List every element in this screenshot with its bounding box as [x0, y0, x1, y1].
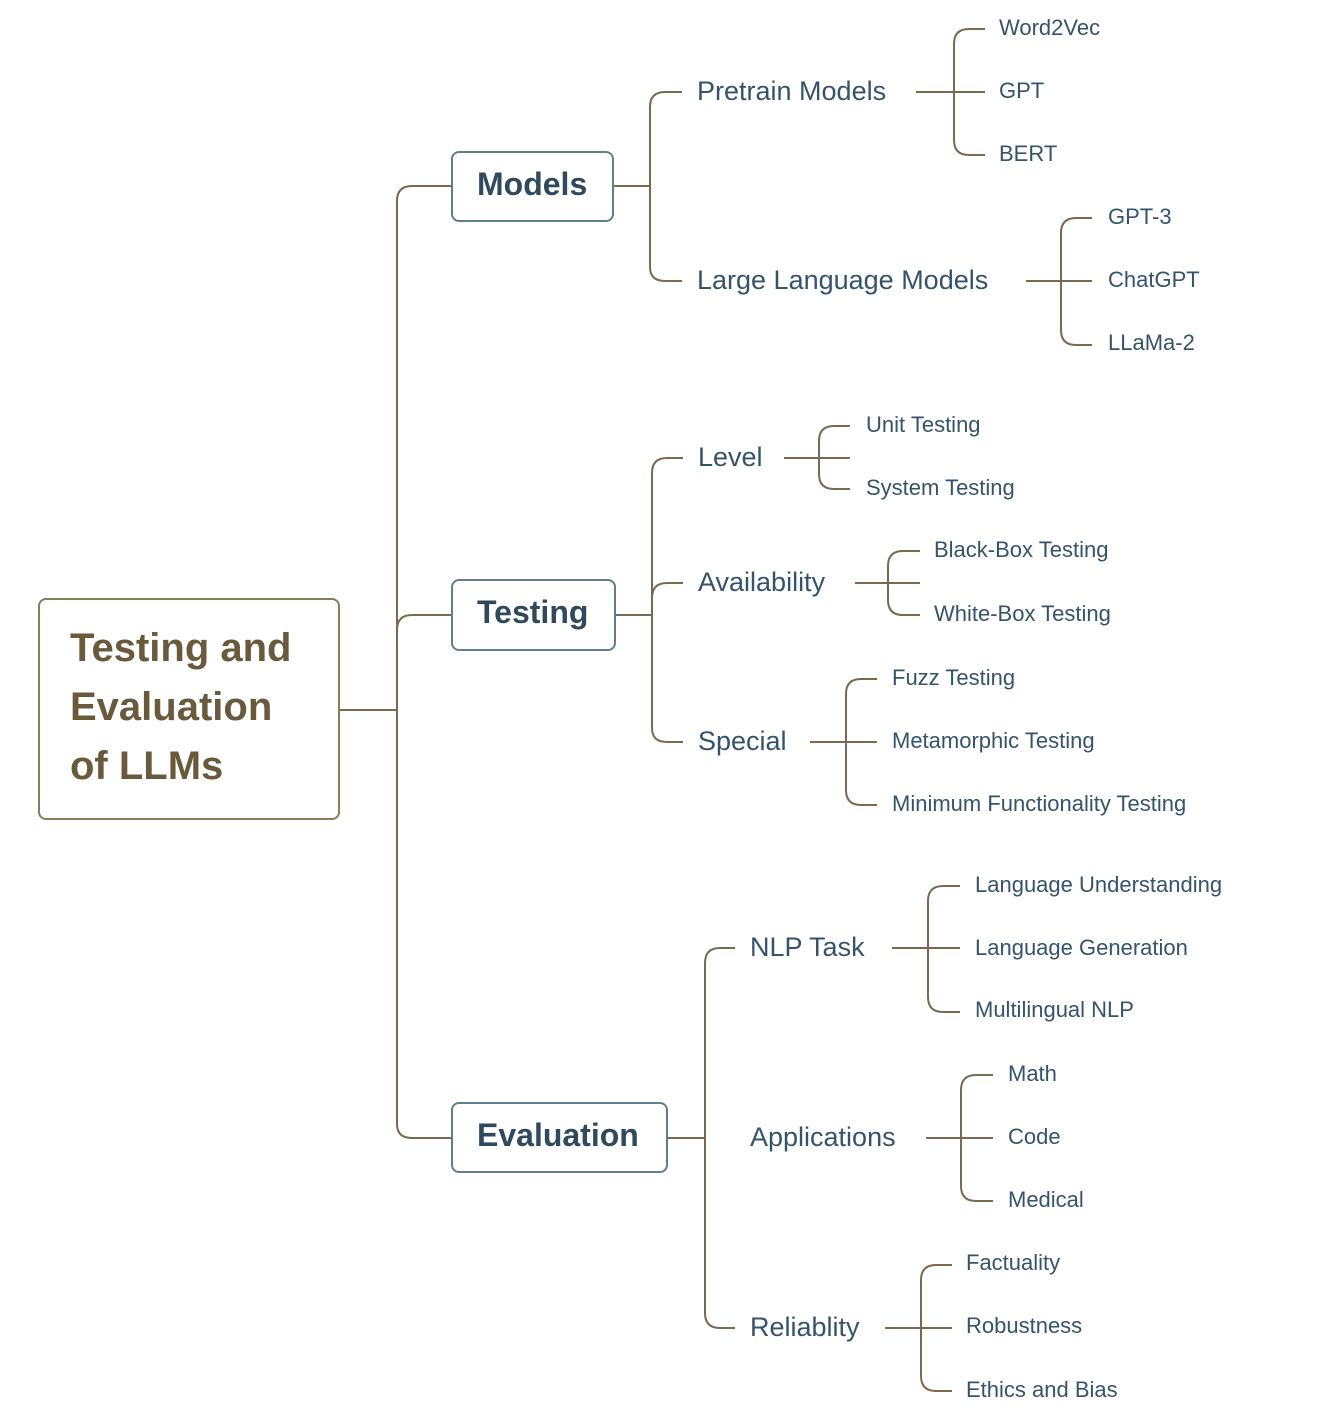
- node-reliability[interactable]: Reliablity: [750, 1312, 860, 1342]
- connector-testing: [616, 457, 683, 743]
- leaf-factuality[interactable]: Factuality: [966, 1250, 1061, 1275]
- node-testing[interactable]: Testing: [451, 579, 616, 651]
- leaf-ethics-and-bias[interactable]: Ethics and Bias: [966, 1377, 1118, 1402]
- node-nlp-task[interactable]: NLP Task: [750, 932, 865, 962]
- leaf-chatgpt[interactable]: ChatGPT: [1108, 267, 1200, 292]
- root-node[interactable]: [38, 598, 340, 820]
- node-large-language-models[interactable]: Large Language Models: [697, 265, 989, 295]
- leaf-multilingual-nlp[interactable]: Multilingual NLP: [975, 997, 1134, 1022]
- connector-special: [810, 678, 877, 806]
- leaf-gpt[interactable]: GPT: [999, 78, 1045, 103]
- leaf-code[interactable]: Code: [1008, 1124, 1061, 1149]
- leaf-word2vec[interactable]: Word2Vec: [999, 15, 1101, 40]
- leaf-bert[interactable]: BERT: [999, 141, 1058, 166]
- node-evaluation-label: Evaluation: [477, 1117, 639, 1153]
- leaf-medical[interactable]: Medical: [1008, 1187, 1084, 1212]
- leaf-language-understanding[interactable]: Language Understanding: [975, 872, 1223, 897]
- node-evaluation[interactable]: Evaluation: [451, 1102, 668, 1173]
- leaf-metamorphic-testing[interactable]: Metamorphic Testing: [892, 728, 1095, 753]
- connector-large-language-models: [1026, 217, 1092, 346]
- root-title-line-3: of LLMs: [70, 744, 224, 788]
- leaf-llama-2[interactable]: LLaMa-2: [1108, 330, 1195, 355]
- leaf-black-box-testing[interactable]: Black-Box Testing: [934, 537, 1109, 562]
- connector-reliability: [885, 1264, 952, 1392]
- node-level[interactable]: Level: [698, 442, 763, 472]
- leaf-white-box-testing[interactable]: White-Box Testing: [934, 601, 1111, 626]
- leaf-minimum-functionality-testing[interactable]: Minimum Functionality Testing: [892, 791, 1187, 816]
- connector-availability: [855, 550, 920, 616]
- connector-pretrain-models: [916, 28, 985, 156]
- root-title-line-1: Testing and: [70, 626, 292, 670]
- leaf-fuzz-testing[interactable]: Fuzz Testing: [892, 665, 1016, 690]
- node-testing-label: Testing: [477, 594, 589, 630]
- node-pretrain-models[interactable]: Pretrain Models: [697, 76, 887, 106]
- connector-models: [614, 91, 682, 282]
- leaf-unit-testing[interactable]: Unit Testing: [866, 412, 981, 437]
- leaf-language-generation[interactable]: Language Generation: [975, 935, 1188, 960]
- node-models[interactable]: Models: [451, 151, 614, 222]
- leaf-system-testing[interactable]: System Testing: [866, 475, 1015, 500]
- leaf-math[interactable]: Math: [1008, 1061, 1057, 1086]
- leaf-robustness[interactable]: Robustness: [966, 1313, 1083, 1338]
- node-special[interactable]: Special: [698, 726, 787, 756]
- leaf-gpt-3[interactable]: GPT-3: [1108, 204, 1172, 229]
- node-models-label: Models: [477, 166, 588, 202]
- connector-evaluation: [668, 947, 735, 1329]
- connector-applications: [926, 1074, 993, 1202]
- connector-root-trunk: [340, 185, 451, 1139]
- connector-nlp-task: [892, 885, 960, 1013]
- root-title-line-2: Evaluation: [70, 685, 273, 729]
- node-applications[interactable]: Applications: [750, 1122, 896, 1152]
- connector-level: [784, 425, 850, 490]
- node-availability[interactable]: Availability: [698, 567, 826, 597]
